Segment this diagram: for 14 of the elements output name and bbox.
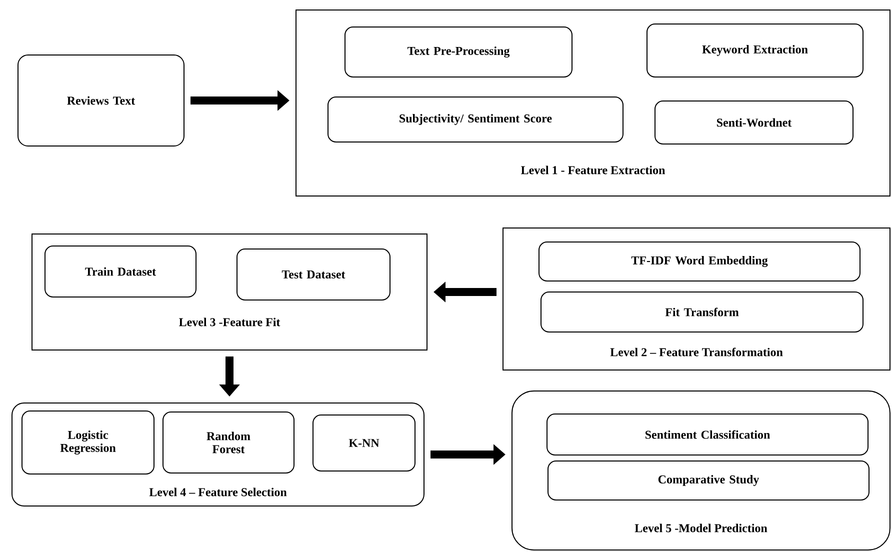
- process-box: Logistic Regression: [22, 410, 154, 474]
- process-box: Fit Transform: [540, 292, 864, 332]
- process-box: Reviews Text: [18, 54, 184, 146]
- process-box: Text Pre-Processing: [344, 26, 572, 78]
- process-box: Test Dataset: [236, 248, 390, 300]
- process-box: Senti-Wordnet: [654, 100, 854, 144]
- process-box: K-NN: [312, 414, 416, 472]
- process-box: Train Dataset: [44, 246, 196, 298]
- process-box: Sentiment Classification: [546, 414, 868, 456]
- process-box: Comparative Study: [548, 460, 870, 500]
- process-box: Keyword Extraction: [646, 24, 864, 78]
- process-box: TF-IDF Word Embedding: [538, 242, 860, 282]
- process-box: Subjectivity/ Sentiment Score: [328, 96, 624, 142]
- process-box: Random Forest: [162, 412, 294, 474]
